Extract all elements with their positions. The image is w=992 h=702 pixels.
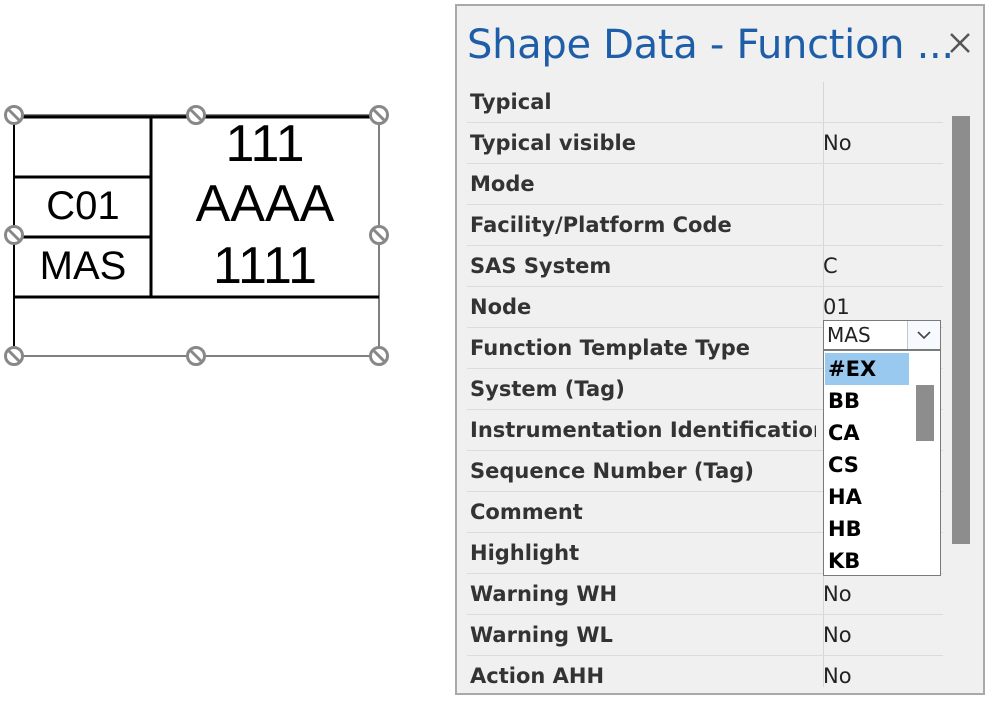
- resize-handle-top-left[interactable]: [3, 104, 25, 126]
- shape-left-mid-text: C01: [46, 184, 120, 228]
- resize-handle-middle-left[interactable]: [3, 224, 25, 246]
- shape-left-low-text: MAS: [39, 244, 127, 288]
- template-type-dropdown-list[interactable]: #EX BB CA CS HA HB KB: [823, 350, 941, 576]
- resize-handle-top-right[interactable]: [368, 104, 390, 126]
- data-row-warning-wh[interactable]: Warning WH No: [467, 574, 943, 615]
- resize-handle-bottom-right[interactable]: [368, 345, 390, 367]
- row-label: Mode: [470, 172, 535, 196]
- row-label: Facility/Platform Code: [470, 213, 732, 237]
- function-shape[interactable]: C01 MAS 111 AAAA 1111: [0, 0, 420, 400]
- resize-handle-top-center[interactable]: [185, 104, 207, 126]
- dropdown-option[interactable]: CA: [828, 421, 860, 445]
- row-label: Sequence Number (Tag): [470, 459, 754, 483]
- function-template-type-combo[interactable]: MAS: [823, 320, 941, 350]
- data-row-mode[interactable]: Mode: [467, 164, 943, 205]
- row-label: System (Tag): [470, 377, 625, 401]
- combo-dropdown-button[interactable]: [907, 321, 940, 349]
- row-label: Action AHH: [470, 664, 605, 688]
- data-row-sequence-number-tag[interactable]: Sequence Number (Tag): [467, 451, 943, 492]
- row-label: Instrumentation Identification: [470, 418, 816, 442]
- panel-title: Shape Data - Function ...: [467, 22, 954, 68]
- row-value[interactable]: No: [823, 664, 852, 688]
- row-label: Warning WL: [470, 623, 613, 647]
- row-value[interactable]: No: [823, 131, 852, 155]
- resize-handle-middle-right[interactable]: [368, 224, 390, 246]
- row-label: Warning WH: [470, 582, 618, 606]
- data-row-facility-platform-code[interactable]: Facility/Platform Code: [467, 205, 943, 246]
- data-row-node[interactable]: Node 01: [467, 287, 943, 328]
- dropdown-option[interactable]: KB: [828, 549, 861, 573]
- row-label: SAS System: [470, 254, 612, 278]
- data-row-sas-system[interactable]: SAS System C: [467, 246, 943, 287]
- dropdown-option[interactable]: HB: [828, 517, 862, 541]
- data-row-warning-wl[interactable]: Warning WL No: [467, 615, 943, 656]
- chevron-down-icon: [917, 331, 931, 340]
- data-row-function-template-type[interactable]: Function Template Type: [467, 328, 943, 369]
- shape-right-line1: 111: [225, 115, 305, 173]
- row-label: Highlight: [470, 541, 580, 565]
- row-label: Comment: [470, 500, 583, 524]
- dropdown-option[interactable]: HA: [828, 485, 862, 509]
- data-row-typical[interactable]: Typical: [467, 82, 943, 123]
- dropdown-option[interactable]: #EX: [825, 353, 909, 385]
- close-icon[interactable]: [947, 30, 973, 56]
- shape-right-line3: 1111: [212, 237, 318, 295]
- dropdown-option[interactable]: BB: [828, 389, 861, 413]
- dropdown-scrollbar-thumb[interactable]: [916, 385, 934, 441]
- row-value[interactable]: No: [823, 623, 852, 647]
- data-row-system-tag[interactable]: System (Tag): [467, 369, 943, 410]
- data-row-highlight[interactable]: Highlight: [467, 533, 943, 574]
- data-row-typical-visible[interactable]: Typical visible No: [467, 123, 943, 164]
- resize-handle-bottom-center[interactable]: [185, 345, 207, 367]
- data-row-action-ahh[interactable]: Action AHH No: [467, 656, 943, 693]
- row-value[interactable]: No: [823, 582, 852, 606]
- combo-value: MAS: [827, 323, 871, 347]
- panel-scrollbar-thumb[interactable]: [952, 116, 970, 544]
- row-value[interactable]: C: [823, 254, 838, 278]
- dropdown-option[interactable]: CS: [828, 453, 859, 477]
- row-value[interactable]: 01: [823, 295, 850, 319]
- resize-handle-bottom-left[interactable]: [3, 345, 25, 367]
- data-row-instrumentation-identification[interactable]: Instrumentation Identification: [467, 410, 943, 451]
- data-row-comment[interactable]: Comment: [467, 492, 943, 533]
- row-label: Function Template Type: [470, 336, 751, 360]
- shape-right-line2: AAAA: [195, 175, 335, 233]
- row-label: Typical: [470, 90, 552, 114]
- row-label: Typical visible: [470, 131, 636, 155]
- row-label: Node: [470, 295, 532, 319]
